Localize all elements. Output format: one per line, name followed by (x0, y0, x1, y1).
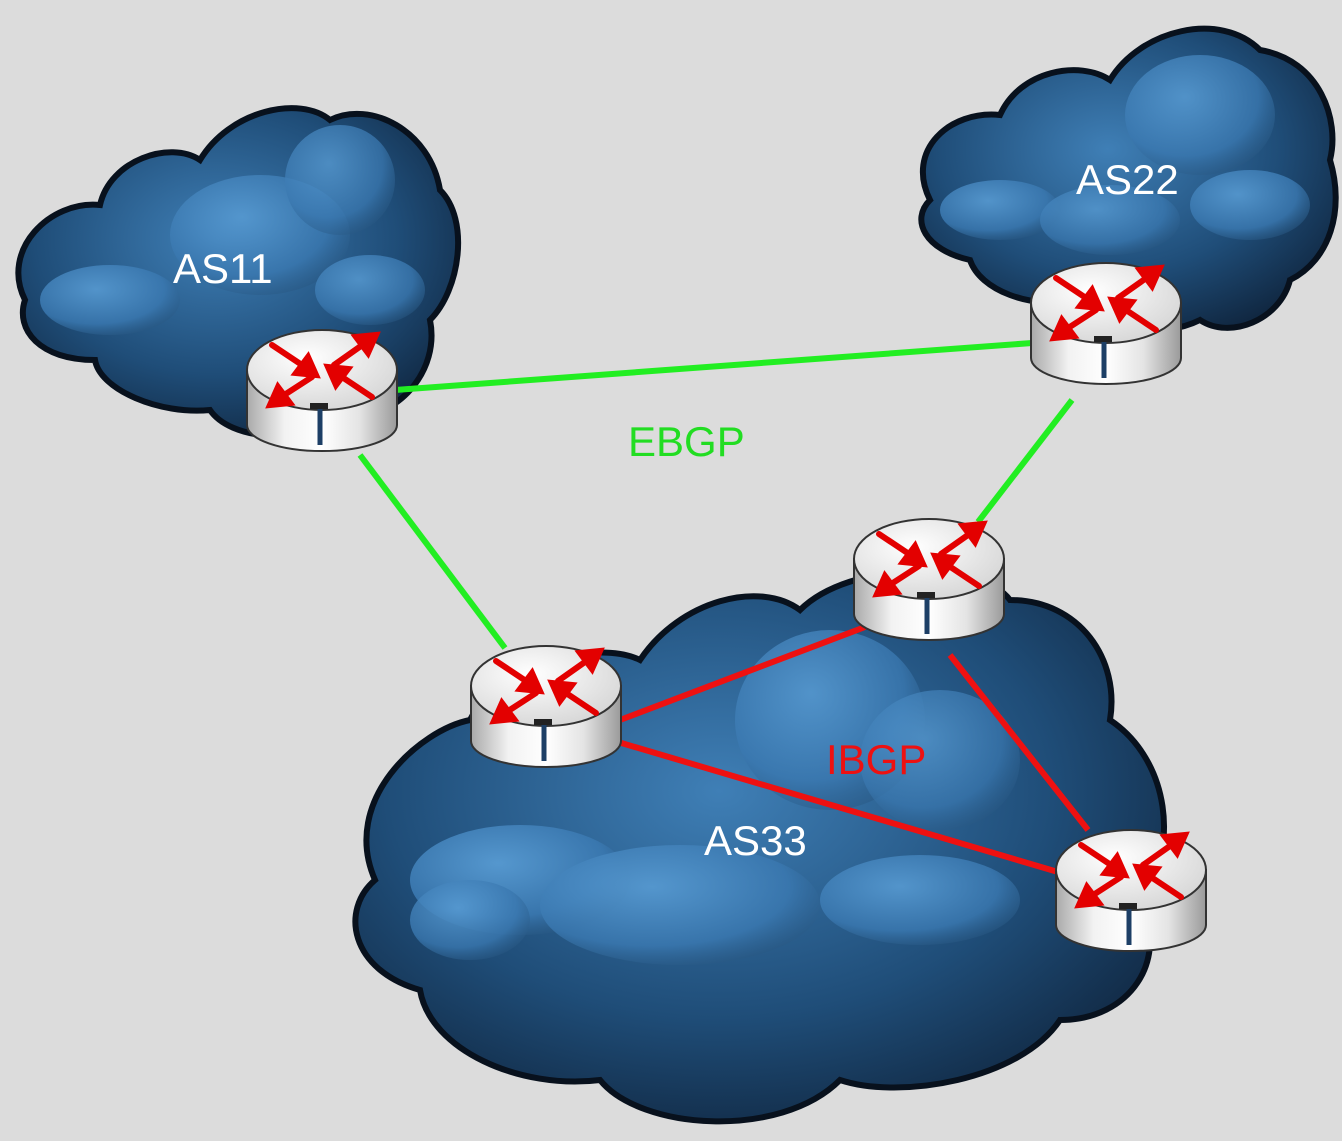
ebgp-link-as11-as22 (394, 340, 1033, 393)
links (357, 340, 1091, 875)
label-as11: AS11 (173, 245, 273, 292)
router-icon (1056, 830, 1206, 951)
ibgp-link-left-top (618, 624, 867, 723)
router-as33-top[interactable] (854, 519, 1004, 640)
label-as33: AS33 (704, 817, 807, 864)
router-as22[interactable] (1031, 263, 1181, 384)
router-as33-left[interactable] (471, 646, 621, 767)
router-as33-right[interactable] (1056, 830, 1206, 951)
router-icon (471, 646, 621, 767)
router-icon (247, 330, 397, 451)
ibgp-link-top-right (947, 653, 1091, 832)
ebgp-link-as22-as33 (975, 398, 1075, 524)
ibgp-link-left-right (617, 739, 1059, 875)
router-icon (854, 519, 1004, 640)
label-as22: AS22 (1076, 156, 1179, 203)
ebgp-link-as11-as33 (357, 453, 508, 650)
router-as11[interactable] (247, 330, 397, 451)
label-ebgp: EBGP (628, 418, 745, 465)
label-ibgp: IBGP (826, 736, 926, 783)
router-icon (1031, 263, 1181, 384)
